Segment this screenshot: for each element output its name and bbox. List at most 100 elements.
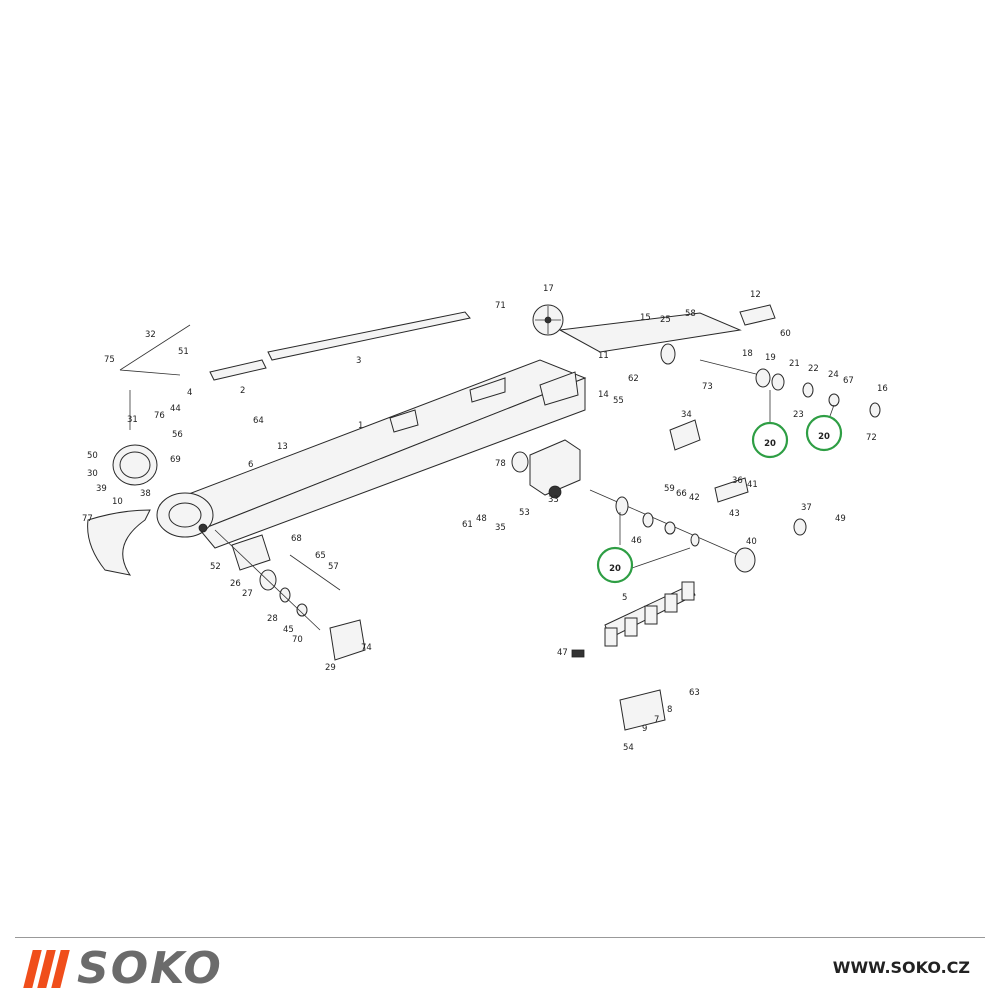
drive-shaft-assembly xyxy=(660,343,881,418)
callout: 30 xyxy=(87,469,98,479)
highlight-leaders xyxy=(619,390,835,569)
gear-housing xyxy=(511,439,581,499)
callout: 67 xyxy=(843,376,854,386)
callout: 69 xyxy=(170,455,181,465)
callout: 49 xyxy=(835,514,846,524)
lower-shaft-assembly xyxy=(589,419,807,573)
hand-wheel xyxy=(532,304,564,336)
callout: 37 xyxy=(801,503,812,513)
callout: 54 xyxy=(623,743,634,753)
highlight-badge: 20 xyxy=(751,421,789,459)
callout: 36 xyxy=(732,476,743,486)
callout: 55 xyxy=(613,396,624,406)
svg-text:20: 20 xyxy=(764,439,776,449)
callout: 40 xyxy=(746,537,757,547)
callout: 17 xyxy=(543,284,554,294)
callout: 13 xyxy=(277,442,288,452)
callout: 50 xyxy=(87,451,98,461)
callout: 75 xyxy=(104,355,115,365)
callout: 24 xyxy=(828,370,839,380)
exploded-parts-diagram: 1 2 3 4 5 6 7 8 9 10 11 12 13 14 15 16 1… xyxy=(82,284,888,753)
callout: 64 xyxy=(253,416,264,426)
callout: 6 xyxy=(248,460,253,470)
callout: 26 xyxy=(230,579,241,589)
highlight-badge: 20 xyxy=(805,414,843,452)
callout: 2 xyxy=(240,386,245,396)
callout: 19 xyxy=(765,353,776,363)
callout: 25 xyxy=(660,315,671,325)
callout: 43 xyxy=(729,509,740,519)
callout: 22 xyxy=(808,364,819,374)
callout: 34 xyxy=(681,410,692,420)
callout: 32 xyxy=(145,330,156,340)
callout: 41 xyxy=(747,480,758,490)
callout: 53 xyxy=(519,508,530,518)
soko-logo: SOKO xyxy=(23,943,223,994)
callout: 1 xyxy=(358,421,363,431)
callout: 45 xyxy=(283,625,294,635)
callout: 68 xyxy=(291,534,302,544)
callout: 59 xyxy=(664,484,675,494)
callout: 60 xyxy=(780,329,791,339)
callout: 47 xyxy=(557,648,568,658)
callout: 18 xyxy=(742,349,753,359)
callout: 73 xyxy=(702,382,713,392)
callout: 46 xyxy=(631,536,642,546)
callout: 8 xyxy=(667,705,672,715)
callout: 27 xyxy=(242,589,253,599)
callout: 52 xyxy=(210,562,221,572)
callout: 70 xyxy=(292,635,303,645)
callout: 21 xyxy=(789,359,800,369)
callout: 12 xyxy=(750,290,761,300)
callout: 71 xyxy=(495,301,506,311)
conveyor-chain xyxy=(571,581,696,731)
callout: 29 xyxy=(325,663,336,673)
conveyor-beam xyxy=(156,359,587,549)
callout: 4 xyxy=(187,388,192,398)
callout: 62 xyxy=(628,374,639,384)
callout: 35 xyxy=(495,523,506,533)
cover-strips xyxy=(209,311,471,381)
callout: 5 xyxy=(622,593,627,603)
callout: 61 xyxy=(462,520,473,530)
callout: 14 xyxy=(598,390,609,400)
callout: 66 xyxy=(676,489,687,499)
callout: 31 xyxy=(127,415,138,425)
svg-text:20: 20 xyxy=(818,432,830,442)
svg-text:20: 20 xyxy=(609,564,621,574)
highlight-badge: 20 xyxy=(596,546,634,584)
callout: 72 xyxy=(866,433,877,443)
callout: 58 xyxy=(685,309,696,319)
callout: 44 xyxy=(170,404,181,414)
callout: 10 xyxy=(112,497,123,507)
callout: 63 xyxy=(689,688,700,698)
callout: 16 xyxy=(877,384,888,394)
left-bracket-assembly xyxy=(87,324,366,661)
logo-text: SOKO xyxy=(77,943,223,994)
callout: 76 xyxy=(154,411,165,421)
callout: 23 xyxy=(793,410,804,420)
callout: 78 xyxy=(495,459,506,469)
callout: 56 xyxy=(172,430,183,440)
callout: 11 xyxy=(598,351,609,361)
callout: 74 xyxy=(361,643,372,653)
callout: 51 xyxy=(178,347,189,357)
callout: 48 xyxy=(476,514,487,524)
callout: 38 xyxy=(140,489,151,499)
guide-plate xyxy=(558,312,742,353)
callout: 42 xyxy=(689,493,700,503)
logo-stripes-icon xyxy=(23,950,70,988)
callout: 9 xyxy=(642,724,647,734)
callout: 28 xyxy=(267,614,278,624)
callout: 77 xyxy=(82,514,93,524)
callout: 3 xyxy=(356,356,361,366)
callout: 39 xyxy=(96,484,107,494)
callout: 7 xyxy=(654,715,659,725)
callout: 65 xyxy=(315,551,326,561)
callout: 15 xyxy=(640,313,651,323)
callout: 57 xyxy=(328,562,339,572)
callout-labels: 1 2 3 4 5 6 7 8 9 10 11 12 13 14 15 16 1… xyxy=(82,284,888,753)
callout: 33 xyxy=(548,495,559,505)
website-link[interactable]: WWW.SOKO.CZ xyxy=(832,958,970,977)
footer-divider xyxy=(15,937,985,938)
